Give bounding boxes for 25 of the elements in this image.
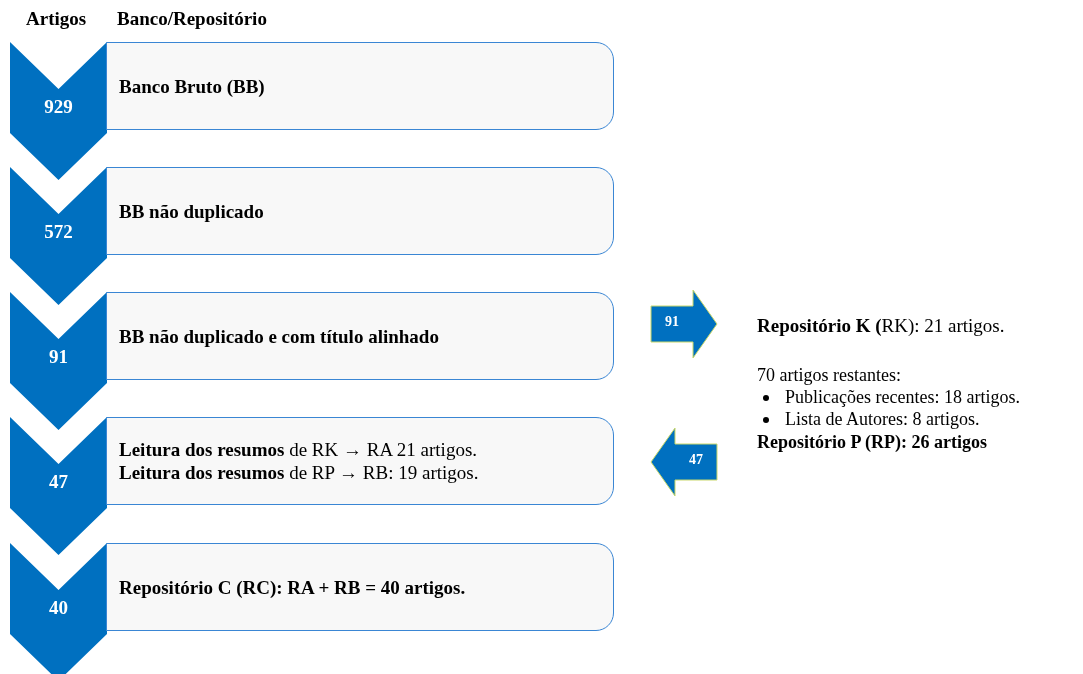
process-box	[106, 167, 614, 255]
list-item: Lista de Autores: 8 artigos.	[785, 408, 980, 430]
count-value: 91	[664, 314, 680, 330]
box-text: Banco Bruto (BB)	[119, 74, 266, 98]
box-text: Leitura dos resumos de RK → RA 21 artigos.	[119, 438, 479, 461]
count-value: 572	[43, 221, 74, 243]
note-text: Repositório K (RK): 21 artigos.	[757, 315, 1005, 337]
column-header: Artigos	[26, 8, 87, 30]
list-item: Publicações recentes: 18 artigos.	[785, 386, 1020, 408]
count-value: 929	[43, 96, 74, 118]
count-value: 40	[48, 597, 69, 619]
box-text: Leitura dos resumos de RP → RB: 19 artigos.	[119, 461, 480, 484]
process-box	[106, 543, 614, 631]
note-text: Repositório P (RP): 26 artigos	[757, 431, 987, 453]
count-value: 47	[48, 471, 69, 493]
column-header: Banco/Repositório	[117, 8, 267, 30]
box-text: BB não duplicado	[119, 199, 265, 223]
count-value: 47	[688, 452, 704, 468]
process-box	[106, 292, 614, 380]
box-text: Repositório C (RC): RA + RB = 40 artigos.	[119, 575, 467, 599]
box-text: BB não duplicado e com título alinhado	[119, 324, 440, 348]
process-box	[106, 42, 614, 130]
note-text: 70 artigos restantes:	[757, 364, 901, 386]
count-value: 91	[48, 346, 69, 368]
process-box	[106, 417, 614, 505]
